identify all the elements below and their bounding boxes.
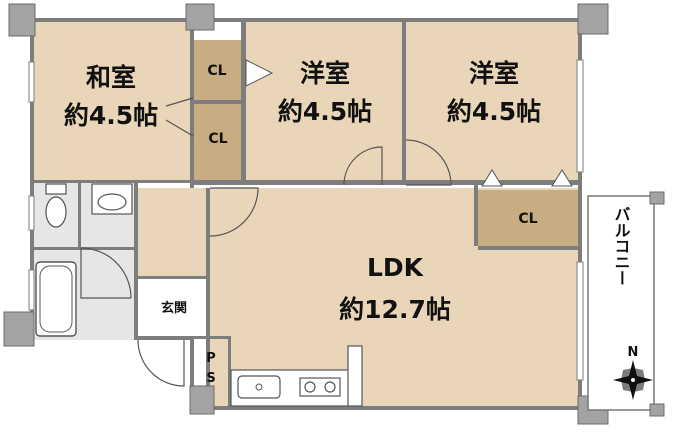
windows <box>28 59 584 381</box>
youshitsu-2-name: 洋室 <box>469 59 519 88</box>
genkan-label: 玄関 <box>161 300 187 316</box>
youshitsu-1-size: 約4.5帖 <box>278 97 372 126</box>
fridge-space <box>347 345 363 407</box>
closet-1-label: CL <box>207 63 226 79</box>
washitsu-name: 和室 <box>86 63 136 92</box>
genkan-floor <box>140 280 208 336</box>
closet-2 <box>194 104 241 180</box>
youshitsu-2-floor <box>406 22 578 185</box>
balcony <box>587 191 665 417</box>
balcony-label: バルコニー <box>612 206 631 286</box>
ldk-size: 約12.7帖 <box>339 295 451 324</box>
youshitsu-1-floor <box>246 22 402 185</box>
doors <box>137 59 573 387</box>
compass-north-label: N <box>628 345 639 360</box>
youshitsu-1-name: 洋室 <box>300 59 350 88</box>
labels: 和室 約4.5帖 洋室 約4.5帖 洋室 約4.5帖 LDK 約12.7帖 CL… <box>64 59 639 386</box>
sink <box>237 375 281 399</box>
closet-1 <box>194 40 241 100</box>
ldk-name: LDK <box>367 253 425 282</box>
stove <box>299 377 341 397</box>
youshitsu-2-size: 約4.5帖 <box>447 97 541 126</box>
washbasin-bowl <box>97 193 127 211</box>
closet-2-label: CL <box>208 131 227 147</box>
toilet-bowl <box>45 196 67 228</box>
closet-3-label: CL <box>518 211 537 227</box>
ps-label-p: P <box>206 351 216 366</box>
washitsu-floor <box>33 22 190 180</box>
closets <box>194 40 578 246</box>
washitsu-size: 約4.5帖 <box>64 101 158 130</box>
toilet-tank <box>45 183 67 195</box>
kitchen <box>230 345 363 407</box>
ps-label-s: S <box>206 371 215 386</box>
bathroom-fixtures <box>35 183 133 337</box>
hall-floor <box>138 188 210 276</box>
compass <box>613 360 653 400</box>
closet-3 <box>478 190 578 246</box>
